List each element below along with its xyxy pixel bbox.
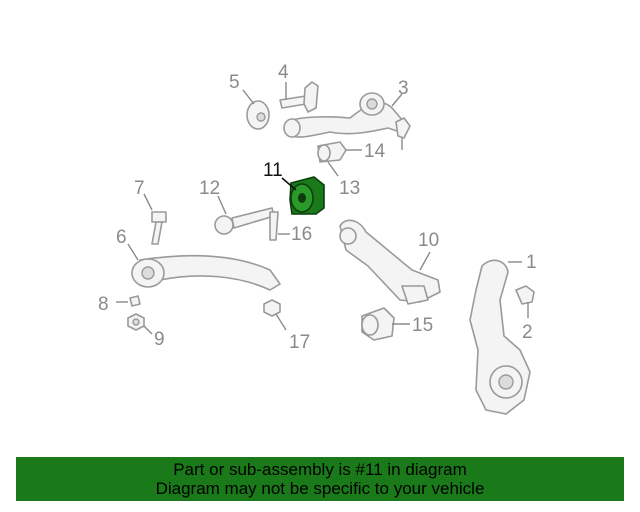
part-6-lower-arm <box>131 254 281 291</box>
part-15-bushing <box>361 307 395 341</box>
part-9-nut <box>127 313 145 331</box>
callout-13: 13 <box>339 178 360 199</box>
info-banner: Part or sub-assembly is #11 in diagram D… <box>16 457 624 501</box>
part-17-nut <box>263 299 281 317</box>
part-2-bolt <box>515 285 535 305</box>
part-8-clip <box>129 295 141 307</box>
callout-16: 16 <box>291 224 312 245</box>
callout-8: 8 <box>98 294 109 315</box>
callout-4: 4 <box>278 62 289 83</box>
part-7-bolt <box>151 211 167 245</box>
callout-7: 7 <box>134 178 145 199</box>
part-3-upper-arm <box>283 92 411 150</box>
banner-line-2: Diagram may not be specific to your vehi… <box>155 479 485 498</box>
callout-1: 1 <box>526 252 537 273</box>
callout-12: 12 <box>199 178 220 199</box>
callout-17: 17 <box>289 332 310 353</box>
part-14-bushing <box>317 141 347 163</box>
part-10-arm <box>339 219 441 305</box>
banner-line-1: Part or sub-assembly is #11 in diagram <box>173 460 467 479</box>
part-4-bolt <box>279 81 319 113</box>
callout-11: 11 <box>263 160 283 181</box>
callout-15: 15 <box>412 315 433 336</box>
leader-lines <box>116 82 529 335</box>
part-1-knuckle <box>469 259 531 415</box>
callout-5: 5 <box>229 72 240 93</box>
part-12-bolt <box>214 207 275 235</box>
callout-3: 3 <box>398 78 409 99</box>
callout-2: 2 <box>522 322 533 343</box>
callout-10: 10 <box>418 230 439 251</box>
parts-diagram: 5 4 3 14 13 11 7 12 16 6 8 9 17 10 15 1 … <box>98 62 537 415</box>
part-16-bolt <box>269 211 279 241</box>
callout-9: 9 <box>154 329 165 350</box>
part-5-washer <box>246 100 270 130</box>
callout-14: 14 <box>364 141 386 162</box>
part-11-bushing-highlighted <box>289 176 325 215</box>
callout-6: 6 <box>116 227 127 248</box>
